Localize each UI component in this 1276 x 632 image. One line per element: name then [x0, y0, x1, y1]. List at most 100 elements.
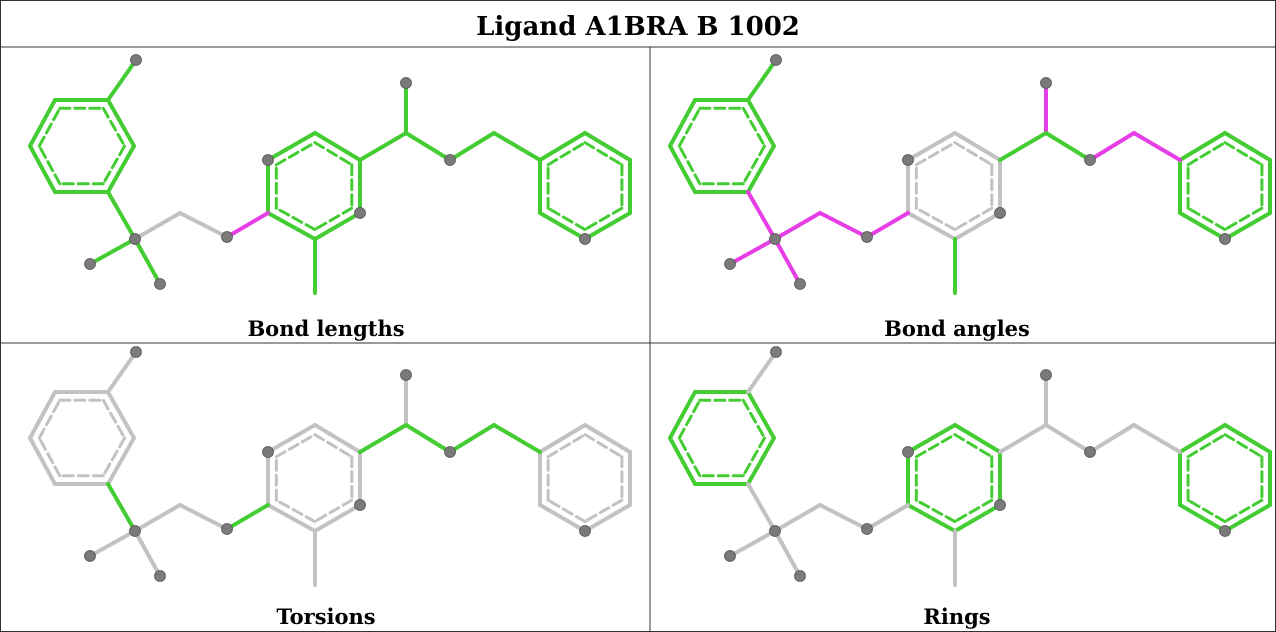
ringA-aromatic-bond [677, 144, 702, 186]
ringB-bond [313, 211, 362, 241]
molecule-torsions [28, 346, 632, 587]
ringC-bond [583, 423, 632, 454]
ringA-aromatic-bond [101, 436, 127, 478]
bond-c10-c12 [1088, 131, 1136, 162]
ringB-aromatic-bond [914, 206, 957, 232]
ringB-bond [906, 211, 957, 241]
ringA-bond [106, 390, 136, 440]
bond-c1-c2 [133, 211, 182, 241]
ringC-aromatic-bond [583, 498, 624, 524]
bond-c1-c2 [133, 503, 182, 533]
atom-c10 [444, 446, 456, 458]
caption-bond-angles: Bond angles [884, 316, 1030, 341]
ringC-bond [538, 211, 587, 241]
ringB-bond [906, 131, 957, 162]
atom-c10 [1084, 446, 1096, 458]
bond-c1-f1 [728, 237, 777, 266]
ringA-aromatic-bond [37, 436, 62, 478]
ringC-bond [1178, 131, 1227, 162]
atom-c1 [129, 525, 141, 537]
atom-f2 [154, 570, 166, 582]
atom-b4 [994, 499, 1006, 511]
atom-c11 [1040, 369, 1052, 381]
bond-c10-c12 [448, 423, 496, 454]
bond-c1-f2 [773, 237, 802, 286]
ringC-bond [538, 131, 587, 162]
bond-a1-ext1 [746, 58, 778, 102]
atom-f1 [84, 550, 96, 562]
bond-c9-c10 [404, 131, 452, 162]
bond-c2-c3 [818, 211, 869, 239]
ringB-aromatic-bond [313, 206, 354, 232]
molecule-bond-lengths [28, 54, 632, 295]
ringC-aromatic-bond [1186, 141, 1227, 167]
atom-c10 [444, 154, 456, 166]
bond-c10-c12 [448, 131, 496, 162]
ringB-aromatic-bond [953, 433, 994, 459]
ringB-aromatic-bond [914, 141, 957, 167]
atom-ext1 [130, 54, 142, 66]
bond-c2-c3 [818, 503, 869, 531]
atom-f1 [724, 550, 736, 562]
ringB-aromatic-bond [313, 498, 354, 524]
ringA-aromatic-bond [37, 398, 62, 440]
ringA-aromatic-bond [101, 106, 127, 148]
ringA-bond [746, 144, 776, 194]
ringA-bond [746, 436, 776, 486]
bond-c3-o [865, 503, 910, 531]
ringA-bond [668, 144, 697, 194]
ringB-aromatic-bond [914, 498, 957, 524]
ringA-aromatic-bond [677, 398, 702, 440]
ringA-bond [28, 98, 57, 148]
atom-c10 [1084, 154, 1096, 166]
bond-c10-c12 [1088, 423, 1136, 454]
bond-b3-c9 [998, 131, 1048, 162]
atom-b1 [902, 154, 914, 166]
bond-c1-f2 [133, 237, 162, 286]
ringB-aromatic-bond [274, 141, 317, 167]
atom-r5 [579, 233, 591, 245]
caption-torsions: Torsions [276, 604, 376, 629]
ringA-bond [746, 390, 776, 440]
atom-b1 [262, 154, 274, 166]
bond-c1-f2 [773, 529, 802, 578]
ringC-bond [583, 503, 632, 533]
bond-c3-o [225, 503, 270, 531]
bond-c12-c13 [492, 423, 542, 454]
bond-c2-c3 [178, 211, 229, 239]
atom-r5 [1219, 525, 1231, 537]
ringB-aromatic-bond [313, 433, 354, 459]
ringC-aromatic-bond [546, 141, 587, 167]
ringB-aromatic-bond [914, 433, 957, 459]
bond-b3-c9 [358, 131, 408, 162]
ringC-bond [538, 503, 587, 533]
ringB-aromatic-bond [313, 141, 354, 167]
ringC-aromatic-bond [546, 433, 587, 459]
ringB-bond [953, 211, 1002, 241]
ringA-aromatic-bond [741, 398, 767, 440]
ringC-aromatic-bond [1186, 498, 1227, 524]
bond-a1-ext1 [106, 350, 138, 394]
atom-c11 [1040, 77, 1052, 89]
caption-bond-lengths: Bond lengths [247, 316, 405, 341]
ringC-aromatic-bond [546, 498, 587, 524]
atom-c3 [861, 523, 873, 535]
ringC-aromatic-bond [1186, 433, 1227, 459]
bond-c1-f1 [88, 237, 137, 266]
bond-c1-f1 [728, 529, 777, 558]
bond-a3-c1 [746, 190, 777, 241]
ringB-bond [906, 423, 957, 454]
ringA-aromatic-bond [677, 436, 702, 478]
atom-f2 [794, 570, 806, 582]
bond-c3-o [865, 211, 910, 239]
ringA-aromatic-bond [741, 436, 767, 478]
atom-c11 [400, 369, 412, 381]
ringA-bond [668, 98, 697, 148]
ringC-bond [1223, 423, 1272, 454]
ringA-bond [28, 144, 57, 194]
ringC-aromatic-bond [546, 206, 587, 232]
atom-c3 [221, 231, 233, 243]
ringB-aromatic-bond [953, 498, 994, 524]
bond-c1-c2 [773, 503, 822, 533]
bond-c12-c13 [1132, 131, 1182, 162]
